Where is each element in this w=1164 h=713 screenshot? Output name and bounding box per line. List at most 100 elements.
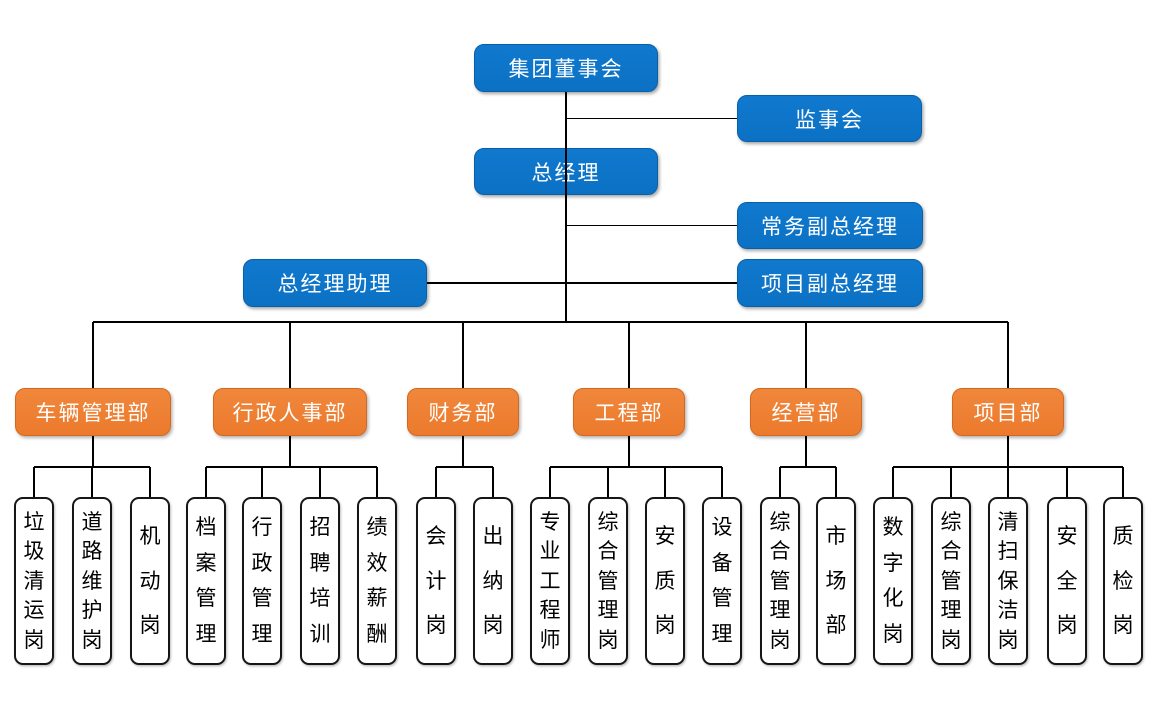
node-executive-deputy-general-manager: 常务副总经理 <box>737 202 923 249</box>
connector-line <box>261 467 263 497</box>
connector-line <box>835 467 837 497</box>
connector-line <box>549 467 551 497</box>
position-label-char: 质 <box>1112 525 1134 549</box>
position-label-char: 管 <box>251 587 273 611</box>
connector-line <box>779 467 781 497</box>
position-market-department: 市场部 <box>816 497 856 665</box>
position-general-management-post-prj: 综合管理岗 <box>931 497 971 665</box>
connector-line <box>462 436 464 467</box>
position-label-char: 岗 <box>1112 613 1134 637</box>
position-label-char: 计 <box>425 569 447 593</box>
connector-line <box>33 467 35 497</box>
position-label-char: 扫 <box>997 540 1019 563</box>
connector-line <box>92 436 94 467</box>
position-label-char: 理 <box>769 599 791 622</box>
connector-line <box>664 467 666 497</box>
connector-line <box>289 436 291 467</box>
position-label-char: 综 <box>597 510 619 534</box>
position-equipment-management: 设备管理 <box>702 497 742 665</box>
position-label-char: 综 <box>940 510 962 534</box>
position-label-char: 清 <box>997 510 1019 534</box>
position-label-char: 管 <box>940 569 962 593</box>
position-accounting-post: 会计岗 <box>416 497 456 665</box>
connector-line <box>566 117 737 120</box>
position-label-char: 训 <box>309 622 331 646</box>
position-label-char: 全 <box>1056 569 1078 593</box>
position-label-char: 政 <box>251 551 273 575</box>
dept-finance-dept: 财务部 <box>407 388 519 436</box>
position-safety-post: 安全岗 <box>1047 497 1087 665</box>
position-label-char: 专 <box>539 510 561 534</box>
position-label-char: 培 <box>309 587 331 611</box>
position-label-char: 洁 <box>997 599 1019 622</box>
position-archives-management: 档案管理 <box>186 497 226 665</box>
connector-line <box>805 322 807 388</box>
position-label-char: 岗 <box>139 613 161 637</box>
connector-line <box>435 467 437 497</box>
position-general-management-post-ops: 综合管理岗 <box>760 497 800 665</box>
position-label-char: 垃 <box>23 510 45 534</box>
position-label-char: 综 <box>769 510 791 534</box>
position-general-management-post-eng: 综合管理岗 <box>588 497 628 665</box>
position-label-char: 管 <box>769 569 791 593</box>
position-cleaning-post: 清扫保洁岗 <box>988 497 1028 665</box>
position-label-char: 岗 <box>940 628 962 652</box>
position-label-char: 维 <box>81 569 103 593</box>
dept-engineering-dept: 工程部 <box>573 388 685 436</box>
connector-line <box>805 436 807 467</box>
connector-line <box>492 467 494 497</box>
node-supervisory-board: 监事会 <box>737 95 922 142</box>
position-label-char: 聘 <box>309 551 331 575</box>
position-label-char: 市 <box>825 525 847 549</box>
position-label-char: 岗 <box>1056 613 1078 637</box>
position-label-char: 质 <box>654 569 676 593</box>
position-label-char: 酬 <box>366 622 388 646</box>
position-cashier-post: 出纳岗 <box>473 497 513 665</box>
position-quality-inspection-post: 质检岗 <box>1103 497 1143 665</box>
position-label-char: 理 <box>711 622 733 646</box>
position-performance-compensation: 绩效薪酬 <box>357 497 397 665</box>
node-general-manager-assistant: 总经理助理 <box>243 259 427 307</box>
connector-line <box>92 322 94 388</box>
connector-line <box>376 467 378 497</box>
position-label-char: 招 <box>309 516 331 540</box>
position-label-char: 岗 <box>23 628 45 652</box>
position-safety-quality-post: 安质岗 <box>645 497 685 665</box>
position-label-char: 岗 <box>482 613 504 637</box>
position-label-char: 数 <box>882 516 904 540</box>
position-mobile-post: 机动岗 <box>130 497 170 665</box>
connector-line <box>462 322 464 388</box>
position-label-char: 理 <box>251 622 273 646</box>
position-label-char: 薪 <box>366 587 388 611</box>
connector-line <box>93 321 1008 323</box>
position-label-char: 理 <box>940 599 962 622</box>
position-label-char: 安 <box>1056 525 1078 549</box>
position-label-char: 工 <box>539 569 561 593</box>
position-label-char: 岗 <box>425 613 447 637</box>
position-label-char: 纳 <box>482 569 504 593</box>
connector-line <box>628 322 630 388</box>
position-digitalization-post: 数字化岗 <box>873 497 913 665</box>
dept-vehicle-management-dept: 车辆管理部 <box>15 388 171 436</box>
connector-line <box>565 92 567 322</box>
position-label-char: 动 <box>139 569 161 593</box>
position-road-maintenance-post: 道路维护岗 <box>72 497 112 665</box>
position-label-char: 师 <box>539 628 561 652</box>
position-label-char: 岗 <box>882 622 904 646</box>
connector-line <box>780 466 836 468</box>
position-administration-management: 行政管理 <box>242 497 282 665</box>
position-label-char: 道 <box>81 510 103 534</box>
dept-operations-dept: 经营部 <box>750 388 862 436</box>
position-label-char: 行 <box>251 516 273 540</box>
position-garbage-collection-post: 垃圾清运岗 <box>14 497 54 665</box>
connector-line <box>149 467 151 497</box>
position-label-char: 运 <box>23 599 45 622</box>
connector-line <box>206 466 377 468</box>
position-label-char: 绩 <box>366 516 388 540</box>
position-label-char: 字 <box>882 551 904 575</box>
connector-line <box>607 467 609 497</box>
position-label-char: 场 <box>825 569 847 593</box>
position-label-char: 保 <box>997 569 1019 593</box>
connector-line <box>566 224 737 227</box>
